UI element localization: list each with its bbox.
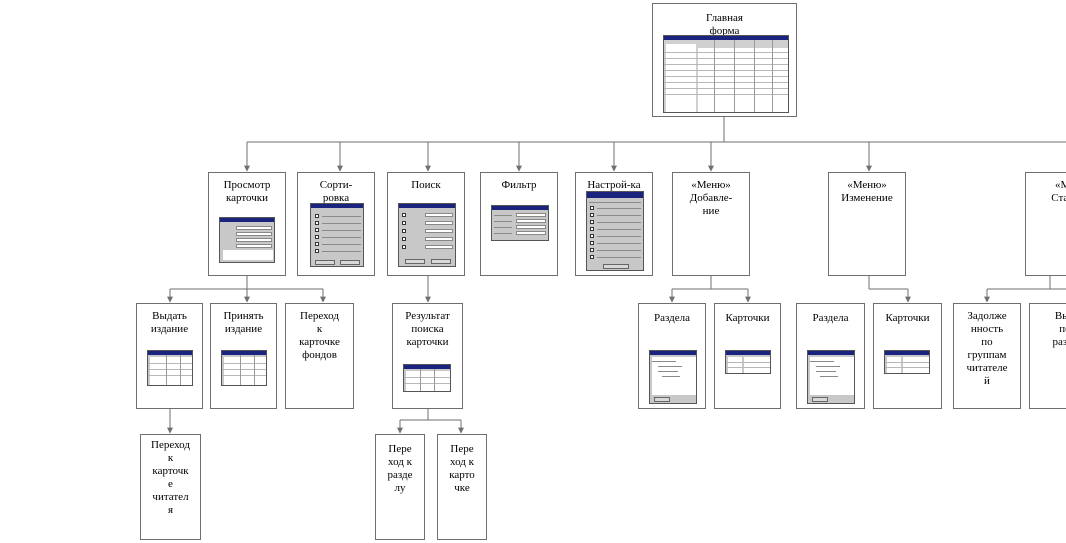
edit-cards-thumbnail: [884, 350, 930, 374]
node-debt-by-groups: Задолже нность по группам читателе й: [953, 303, 1021, 409]
search-result-thumbnail: [403, 364, 451, 392]
edit-section-thumbnail: [807, 350, 855, 404]
node-label: Просмотр карточки: [223, 179, 271, 204]
issue-thumbnail: [147, 350, 193, 386]
node-search-result: Результат поиска карточки: [392, 303, 463, 409]
node-accept: Принять издание: [210, 303, 277, 409]
search-thumbnail: [398, 203, 456, 267]
node-edit-cards: Карточки: [873, 303, 942, 409]
node-filter: Фильтр: [480, 172, 558, 276]
view-card-thumbnail: [219, 217, 275, 263]
node-sorting: Сорти- ровка: [297, 172, 375, 276]
node-label: Результат поиска карточки: [405, 310, 450, 348]
node-add-cards: Карточки: [714, 303, 781, 409]
node-label: Принять издание: [223, 310, 264, 335]
filter-thumbnail: [491, 205, 549, 241]
node-label: Главная форма: [706, 12, 743, 37]
main-form-thumbnail: [663, 35, 789, 113]
node-label: Настрой-ка: [587, 179, 641, 191]
node-label: Раздела: [654, 312, 690, 324]
node-label: Карточки: [725, 312, 770, 324]
node-label: Выд по разде: [1052, 310, 1066, 348]
node-issue: Выдать издание: [136, 303, 203, 409]
node-add-section: Раздела: [638, 303, 706, 409]
node-menu-add: «Меню» Добавле- ние: [672, 172, 750, 276]
sorting-thumbnail: [310, 203, 364, 267]
node-label: Задолже нность по группам читателе й: [966, 310, 1008, 387]
node-view-card: Просмотр карточки: [208, 172, 286, 276]
node-label: Пере ход к карто чке: [449, 443, 475, 494]
node-label: «Ме Стати: [1051, 179, 1066, 204]
node-edit-section: Раздела: [796, 303, 865, 409]
node-label: Переход к карточке фондов: [299, 310, 340, 361]
settings-thumbnail: [586, 191, 644, 271]
node-menu-edit: «Меню» Изменение: [828, 172, 906, 276]
node-label: Поиск: [411, 179, 441, 191]
node-goto-card: Пере ход к карто чке: [437, 434, 487, 540]
add-section-thumbnail: [649, 350, 697, 404]
node-label: Фильтр: [501, 179, 537, 191]
node-label: «Меню» Изменение: [841, 179, 893, 204]
node-label: Переход к карточк е читател я: [151, 439, 190, 516]
add-cards-thumbnail: [725, 350, 771, 374]
accept-thumbnail: [221, 350, 267, 386]
node-goto-reader: Переход к карточк е читател я: [140, 434, 201, 540]
node-label: «Меню» Добавле- ние: [689, 179, 733, 217]
node-stat-issue: Выд по разде: [1029, 303, 1066, 409]
node-label: Пере ход к разде лу: [387, 443, 413, 494]
node-search: Поиск: [387, 172, 465, 276]
node-goto-section: Пере ход к разде лу: [375, 434, 425, 540]
node-settings: Настрой-ка: [575, 172, 653, 276]
node-label: Выдать издание: [150, 310, 189, 335]
node-label: Раздела: [812, 312, 849, 324]
node-main-form: Главная форма: [652, 3, 797, 117]
node-label: Сорти- ровка: [319, 179, 353, 204]
node-goto-funds: Переход к карточке фондов: [285, 303, 354, 409]
node-menu-stat: «Ме Стати: [1025, 172, 1066, 276]
node-label: Карточки: [885, 312, 930, 324]
